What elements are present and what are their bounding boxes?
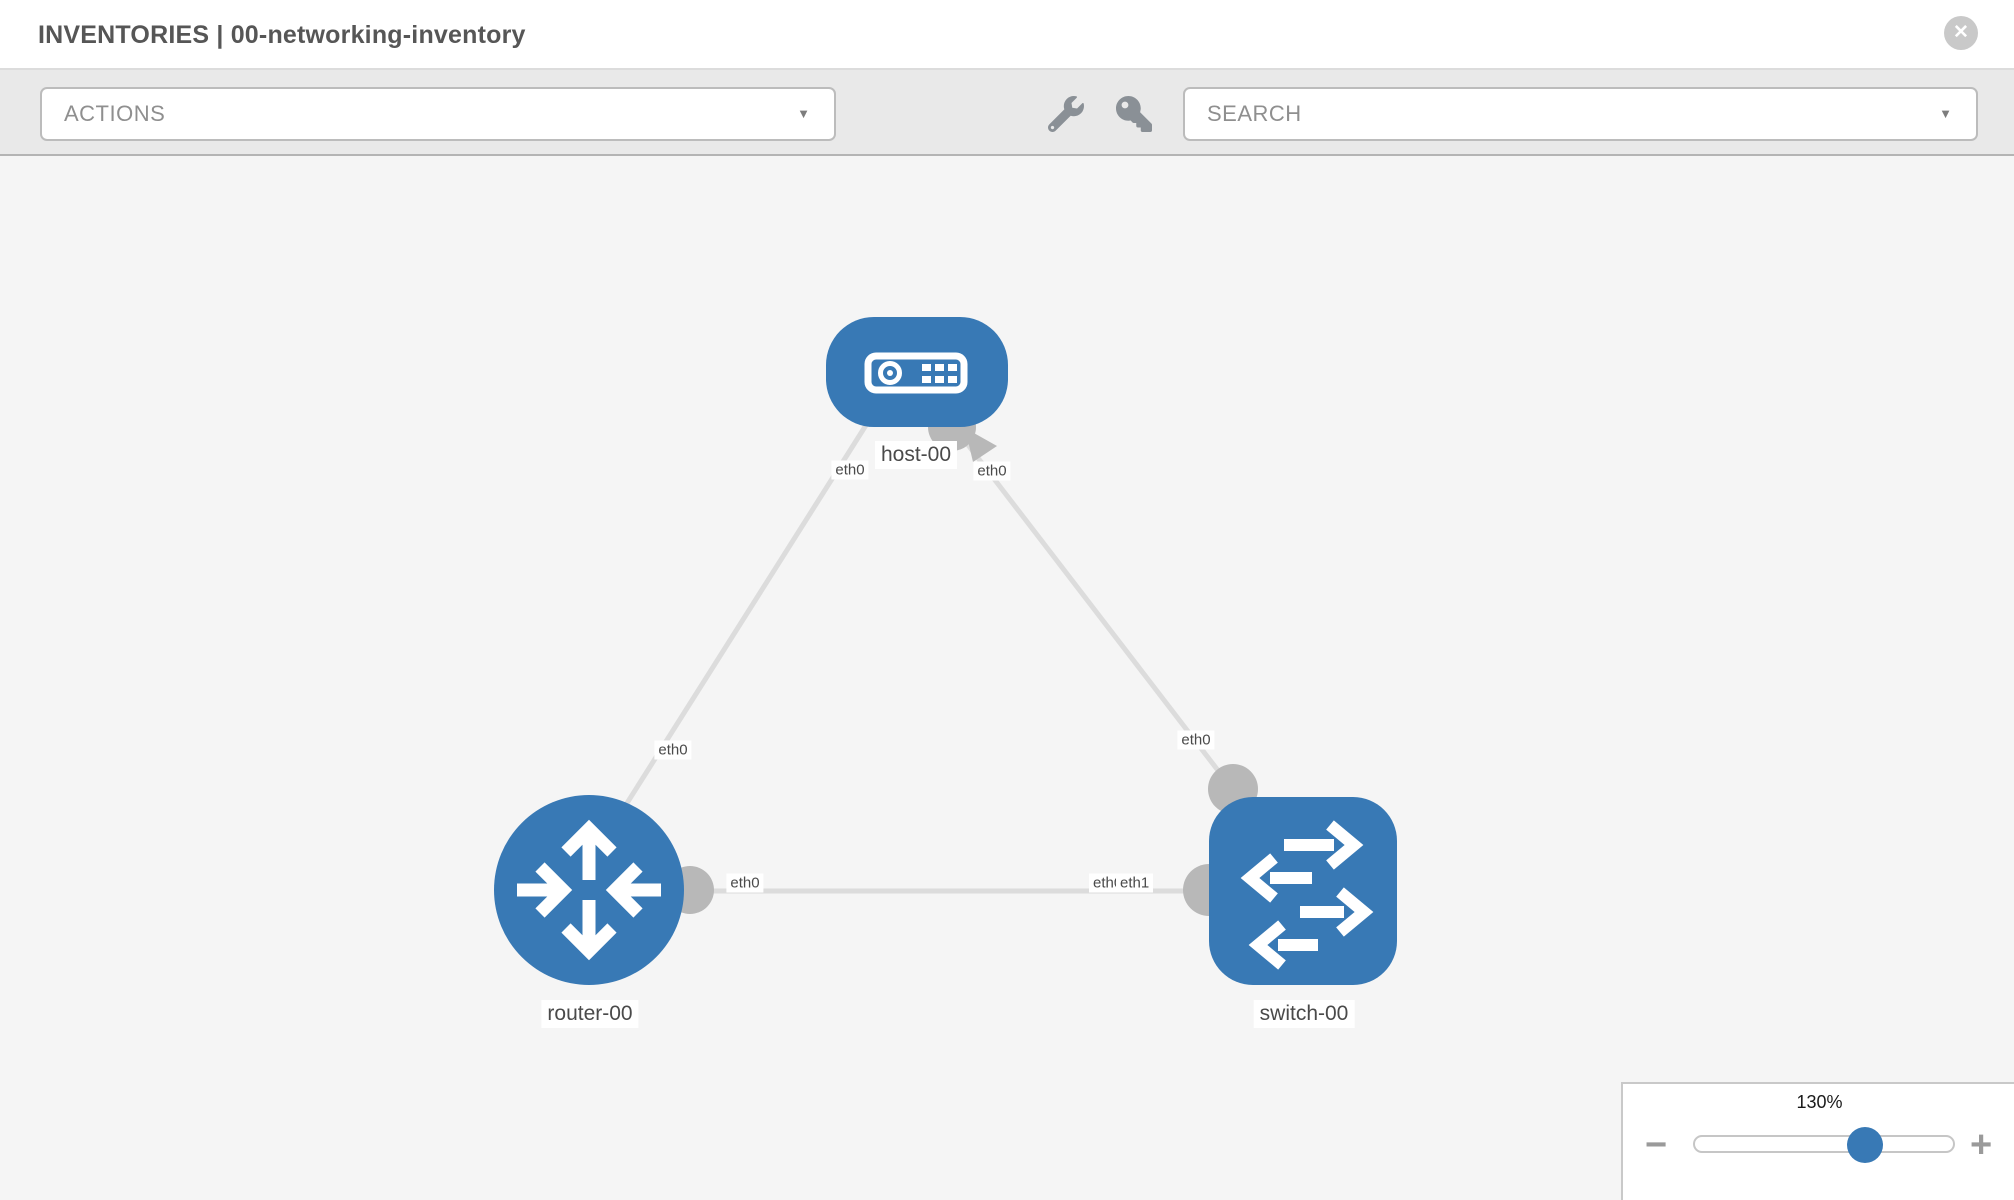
link-host-switch[interactable] [953, 426, 1235, 792]
node-switch-00[interactable] [1209, 797, 1397, 985]
topology-graph [494, 317, 1397, 985]
tools-button[interactable] [1047, 96, 1084, 133]
close-icon[interactable]: ✕ [1944, 16, 1978, 50]
node-router-00[interactable] [494, 795, 684, 985]
router-icon [517, 819, 661, 961]
node-label-switch[interactable]: switch-00 [1253, 1000, 1355, 1028]
host-icon [864, 352, 968, 394]
actions-dropdown[interactable]: ACTIONS ▼ [40, 87, 836, 141]
page-title: INVENTORIES | 00-networking-inventory [38, 21, 526, 49]
zoom-slider-thumb[interactable] [1847, 1127, 1883, 1163]
zoom-panel: 130% − + [1621, 1082, 2014, 1200]
if-label-host-switch-switch-end: eth0 [1177, 730, 1215, 750]
if-label-router-switch-switch-end: eth1 [1116, 873, 1154, 893]
if-label-router-switch-router-end: eth0 [726, 873, 764, 893]
header-bar: INVENTORIES | 00-networking-inventory ✕ [0, 0, 2014, 70]
port-host-wedge [965, 428, 997, 462]
node-host-00[interactable] [826, 317, 1008, 427]
key-icon [1116, 96, 1152, 132]
credentials-button[interactable] [1116, 96, 1152, 132]
topology-canvas[interactable]: host-00 router-00 switch-00 eth0 eth0 et… [0, 156, 2014, 1200]
if-label-host-switch-host-end: eth0 [973, 461, 1011, 481]
node-label-host[interactable]: host-00 [874, 441, 958, 469]
zoom-in-icon[interactable]: + [1970, 1124, 1993, 1166]
if-label-host-router-host-end: eth0 [831, 460, 869, 480]
toolbar: ACTIONS ▼ SEARCH ▼ [0, 70, 2014, 156]
node-label-router[interactable]: router-00 [541, 1000, 639, 1028]
zoom-slider-track[interactable] [1693, 1135, 1955, 1153]
zoom-out-icon[interactable]: − [1645, 1124, 1668, 1166]
wrench-icon [1047, 96, 1084, 133]
switch-icon [1240, 820, 1374, 970]
search-dropdown[interactable]: SEARCH ▼ [1183, 87, 1978, 141]
zoom-level: 130% [1796, 1092, 1843, 1112]
caret-down-icon: ▼ [797, 106, 810, 121]
actions-dropdown-label: ACTIONS [64, 101, 166, 126]
search-dropdown-label: SEARCH [1207, 101, 1302, 126]
link-host-router[interactable] [607, 420, 871, 832]
caret-down-icon: ▼ [1939, 106, 1952, 121]
if-label-host-router-router-end: eth0 [654, 740, 692, 760]
